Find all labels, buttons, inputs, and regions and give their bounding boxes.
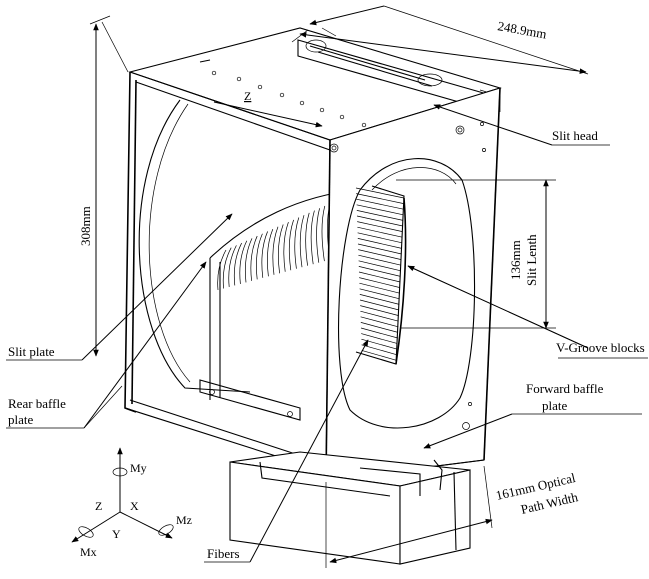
axis-x-label: X — [130, 499, 139, 513]
axis-mz-label: Mz — [176, 513, 192, 527]
v-groove-slat — [361, 350, 397, 361]
dimension-248mm-label: 248.9mm — [496, 18, 547, 41]
fiber-arc — [321, 205, 326, 262]
fiber-arc — [244, 238, 253, 283]
fiber-arc — [261, 231, 268, 278]
forward-baffle-label-line2: plate — [542, 398, 567, 413]
fiber-arc — [277, 224, 284, 274]
v-groove-slat — [360, 310, 399, 322]
v-groove-slat — [360, 327, 398, 339]
v-groove-slat — [357, 226, 403, 238]
fiber-arc — [256, 233, 263, 280]
rear-baffle-opening — [138, 99, 251, 393]
dimension-136mm: 136mm Slit Lenth — [396, 179, 556, 329]
fiber-arc — [272, 226, 279, 275]
v-groove-slat — [359, 299, 400, 311]
slit-plate-label: Slit plate — [8, 344, 55, 359]
v-groove-slat — [356, 193, 404, 204]
fiber-arc — [299, 215, 305, 268]
v-groove-slat — [359, 288, 400, 300]
fiber-arc — [288, 219, 294, 271]
fiber-arc — [233, 242, 242, 286]
v-groove-slat — [358, 260, 401, 272]
fiber-arc — [310, 210, 315, 265]
v-groove-callout: V-Groove blocks — [407, 265, 648, 359]
v-groove-slat — [356, 215, 403, 227]
fiber-arc — [239, 240, 248, 284]
v-groove-slat — [359, 277, 401, 288]
v-groove-slat — [356, 204, 404, 216]
fiber-arc — [316, 208, 320, 263]
slit-plate-callout: Slit plate — [6, 213, 233, 361]
v-groove-slat — [357, 232, 403, 244]
v-groove-slat — [361, 333, 398, 344]
coordinate-triad: My Mx Mz Z X Y — [71, 447, 192, 559]
fiber-arc — [217, 249, 227, 291]
fibers-label: Fibers — [207, 546, 240, 561]
v-groove-slat — [359, 282, 400, 294]
base-block — [229, 451, 471, 565]
axis-mx-label: Mx — [80, 545, 97, 559]
fiber-arc — [283, 222, 289, 272]
v-groove-slat — [358, 254, 402, 266]
v-groove-slat — [357, 221, 403, 232]
axis-y-label: Y — [112, 527, 121, 541]
forward-baffle-callout: Forward baffle plate — [423, 381, 642, 449]
dimension-308mm-label: 308mm — [78, 206, 93, 246]
rear-baffle-callout: Rear baffle plate — [6, 261, 207, 429]
v-groove-slat — [358, 271, 401, 283]
v-groove-slat — [355, 187, 405, 199]
fiber-arc — [305, 212, 310, 266]
axis-z-label: Z — [95, 499, 102, 513]
slit-head-label: Slit head — [552, 128, 598, 143]
v-groove-label: V-Groove blocks — [556, 340, 645, 355]
fiber-arc — [250, 235, 258, 281]
slit-length-value: 136mm — [508, 240, 523, 280]
fiber-arc — [222, 247, 232, 289]
v-groove-slat — [359, 294, 400, 305]
v-groove-slat — [360, 305, 399, 316]
forward-baffle-plate — [323, 87, 501, 481]
z-direction-marker: Z — [213, 89, 323, 128]
v-groove-slat — [360, 322, 399, 333]
v-groove-slat — [358, 266, 401, 277]
fiber-arc — [228, 245, 237, 287]
v-groove-slat — [358, 249, 402, 260]
slit-length-label: Slit Lenth — [524, 234, 539, 286]
v-groove-slat — [357, 238, 402, 249]
v-groove-slat — [360, 316, 399, 328]
v-groove-slat — [356, 198, 404, 210]
v-groove-slat — [356, 210, 404, 221]
v-groove-slat — [357, 243, 402, 255]
rear-baffle-label-line2: plate — [8, 412, 33, 427]
z-direction-label: Z — [244, 89, 251, 103]
fibers-callout: Fibers — [204, 339, 369, 563]
axis-my-label: My — [130, 461, 147, 475]
slit-head-callout: Slit head — [433, 104, 610, 146]
forward-baffle-label-line1: Forward baffle — [526, 381, 604, 396]
fiber-arc — [267, 228, 274, 277]
fiber-arc — [294, 217, 300, 269]
rear-baffle-label-line1: Rear baffle — [8, 396, 66, 411]
dimension-308mm: 308mm — [78, 15, 129, 357]
rear-frame-holes — [211, 70, 367, 128]
